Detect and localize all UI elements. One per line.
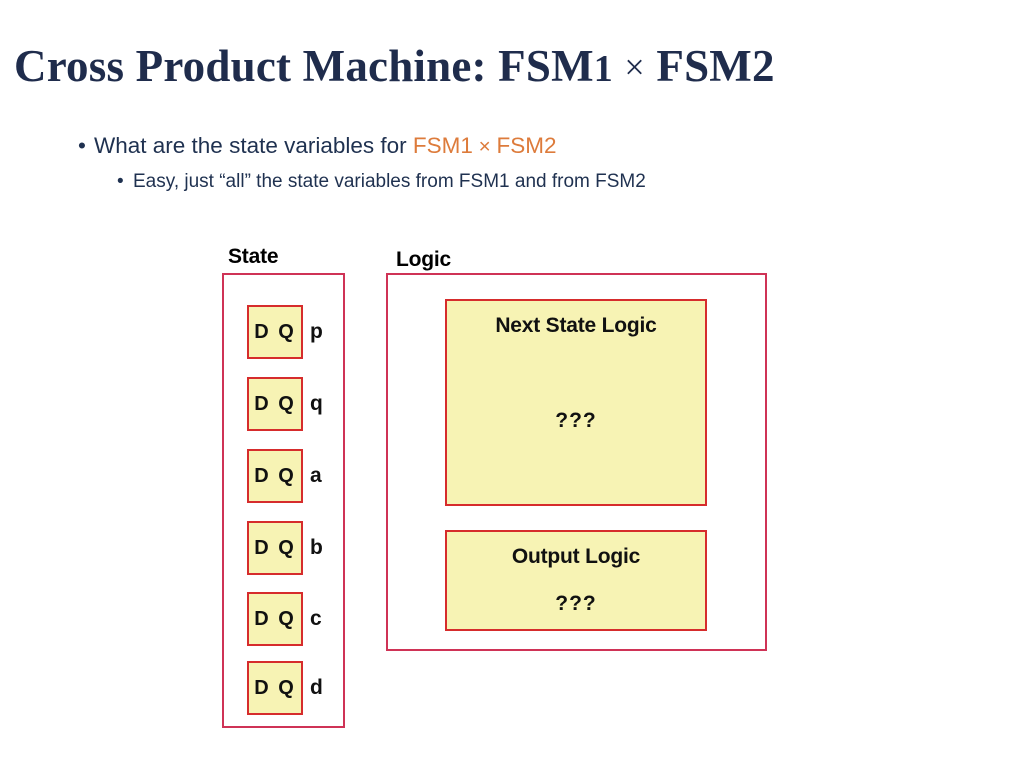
flipflop-box-b: D Q — [247, 521, 303, 575]
next-state-logic-title: Next State Logic — [495, 314, 657, 337]
flipflop-signal-c: c — [310, 607, 322, 630]
flipflop-row-d: D Q d — [247, 661, 343, 715]
bullet-level2-text: Easy, just “all” the state variables fro… — [133, 171, 646, 192]
bullet-level1-accent-fsm1: FSM1 — [412, 133, 473, 158]
flipflop-row-a: D Q a — [247, 449, 343, 503]
flipflop-signal-d: d — [310, 676, 323, 699]
page-title-fsm2: FSM2 — [656, 41, 775, 91]
bullet-level1: • What are the state variables for FSM1 ×… — [78, 131, 557, 162]
logic-group-label: Logic — [396, 248, 451, 271]
page-title-fsm1-suffix: 1 — [593, 48, 613, 90]
times-symbol-bullet: × — [472, 135, 497, 158]
output-logic-content: ??? — [555, 592, 597, 615]
state-group-label: State — [228, 245, 279, 268]
bullet-level2: • Easy, just “all” the state variables fr… — [117, 169, 646, 195]
flipflop-box-a: D Q — [247, 449, 303, 503]
bullet-marker-icon: • — [78, 133, 86, 158]
page-title-main: Cross Product Machine: FSM — [14, 41, 594, 91]
bullet-level1-accent-fsm2: FSM2 — [496, 133, 557, 158]
page-title: Cross Product Machine: FSM1 × FSM2 — [14, 40, 994, 95]
flipflop-box-p: D Q — [247, 305, 303, 359]
flipflop-row-p: D Q p — [247, 305, 343, 359]
flipflop-signal-q: q — [310, 392, 323, 415]
flipflop-signal-b: b — [310, 536, 323, 559]
flipflop-box-c: D Q — [247, 592, 303, 646]
flipflop-row-b: D Q b — [247, 521, 343, 575]
flipflop-signal-a: a — [310, 464, 322, 487]
sub-bullet-marker-icon: • — [117, 171, 124, 192]
flipflop-row-q: D Q q — [247, 377, 343, 431]
flipflop-box-d: D Q — [247, 661, 303, 715]
output-logic-title: Output Logic — [511, 545, 641, 568]
next-state-logic-block: Next State Logic ??? — [445, 299, 707, 506]
output-logic-block: Output Logic ??? — [445, 530, 707, 631]
flipflop-signal-p: p — [310, 320, 323, 343]
next-state-logic-content: ??? — [555, 409, 597, 432]
times-symbol-title: × — [624, 47, 645, 87]
flipflop-row-c: D Q c — [247, 592, 343, 646]
flipflop-box-q: D Q — [247, 377, 303, 431]
bullet-level1-text: What are the state variables for — [94, 133, 413, 158]
